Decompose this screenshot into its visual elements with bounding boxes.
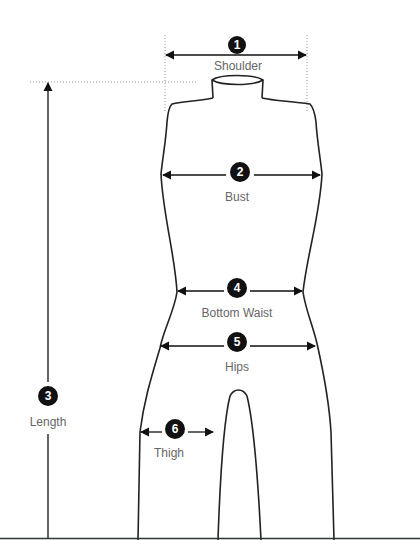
measure-label: Bust: [225, 191, 249, 203]
callout-number: 3: [45, 390, 52, 402]
callout-number: 1: [234, 39, 241, 51]
measure-label: Length: [30, 416, 67, 428]
callout-number: 2: [237, 166, 244, 178]
callout-number: 4: [234, 282, 241, 294]
measure-label: Thigh: [154, 447, 184, 459]
callout-number: 5: [234, 336, 241, 348]
measure-label: Shoulder: [214, 60, 262, 72]
callout-number: 6: [172, 423, 179, 435]
measure-label: Bottom Waist: [202, 307, 273, 319]
measure-label: Hips: [225, 361, 249, 373]
